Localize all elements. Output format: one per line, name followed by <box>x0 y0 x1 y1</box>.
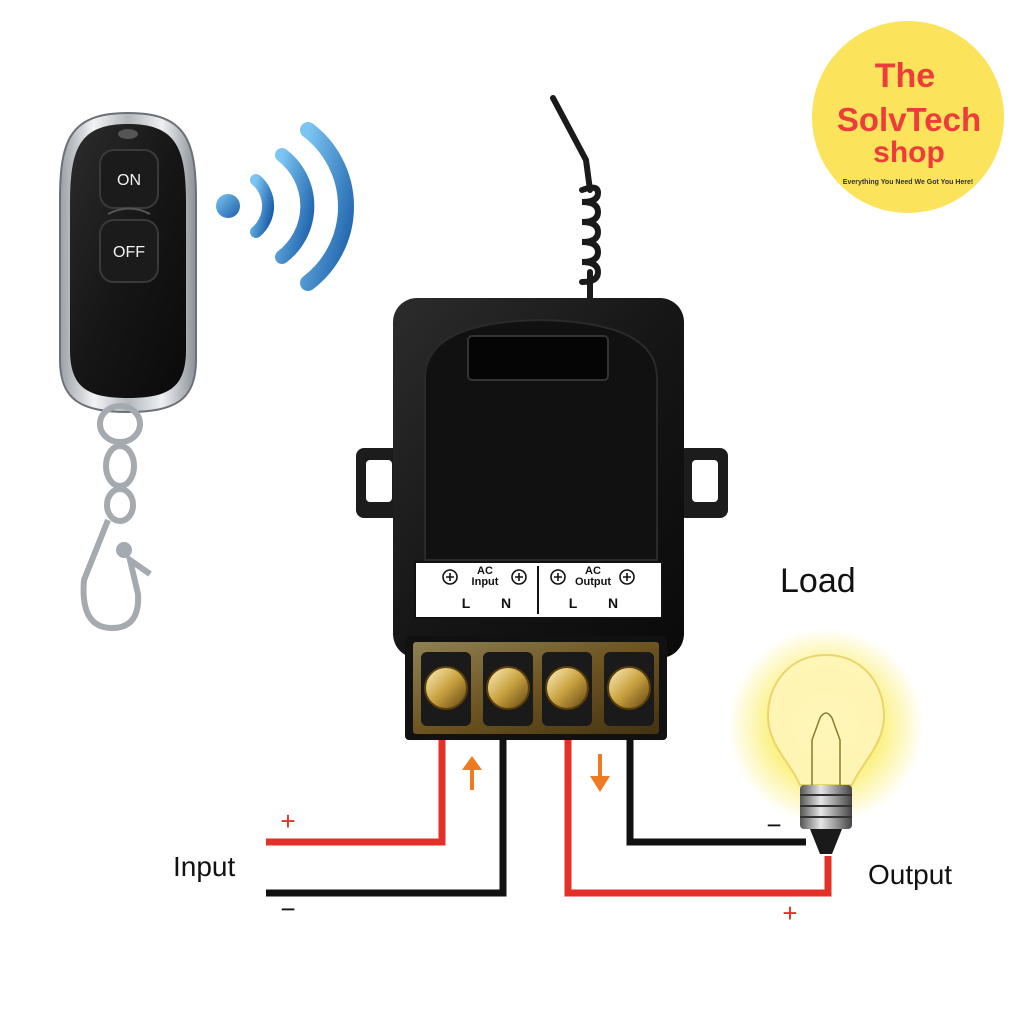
relay-module: AC Input AC Output L N L N <box>356 298 728 740</box>
output-plus-label: + <box>782 898 797 928</box>
ac-output-label-2: Output <box>575 576 611 588</box>
off-button[interactable] <box>99 219 159 283</box>
wireless-signal-icon <box>216 122 354 291</box>
remote-control: ON OFF <box>59 111 197 414</box>
module-label-window <box>467 335 609 381</box>
light-bulb-icon <box>728 628 924 854</box>
badge-line-1: The <box>875 57 935 95</box>
terminal-label-n1: N <box>501 595 511 611</box>
input-positive-wire <box>266 740 446 846</box>
terminal-label-n2: N <box>608 595 618 611</box>
input-minus-label: − <box>280 894 295 924</box>
ac-input-label-1: AC <box>477 565 493 577</box>
terminal-label-l1: L <box>462 595 471 611</box>
input-label: Input <box>173 851 235 882</box>
input-flow-arrow-icon <box>462 756 482 790</box>
terminal-label-l2: L <box>569 595 578 611</box>
output-minus-label: − <box>766 810 781 840</box>
off-button-label: OFF <box>113 244 145 261</box>
badge-line-2: SolvTech <box>837 101 981 138</box>
output-negative-wire <box>626 740 806 846</box>
on-button-label: ON <box>117 172 141 189</box>
keychain-clasp-icon <box>80 403 152 632</box>
badge-line-3: shop <box>873 136 945 169</box>
badge-tagline: Everything You Need We Got You Here! <box>843 179 973 186</box>
terminal-screws <box>421 652 654 726</box>
output-positive-wire <box>564 740 832 897</box>
terminal-screw-icon <box>545 666 589 710</box>
led-indicator <box>118 129 138 139</box>
screw-symbols <box>442 569 635 585</box>
terminal-screw-icon <box>486 666 530 710</box>
terminal-screw-icon <box>607 666 651 710</box>
antenna-wire <box>550 95 602 305</box>
load-label: Load <box>780 562 856 600</box>
input-plus-label: + <box>280 806 295 836</box>
input-wires <box>266 740 507 897</box>
output-wires <box>564 740 832 897</box>
output-flow-arrow-icon <box>590 754 610 792</box>
shop-logo-badge: The SolvTech shop Everything You Need We… <box>807 16 1009 218</box>
terminal-screw-icon <box>424 666 468 710</box>
input-negative-wire <box>266 740 507 897</box>
ac-input-label-2: Input <box>472 576 499 588</box>
output-label: Output <box>868 859 952 890</box>
ac-output-label-1: AC <box>585 565 601 577</box>
